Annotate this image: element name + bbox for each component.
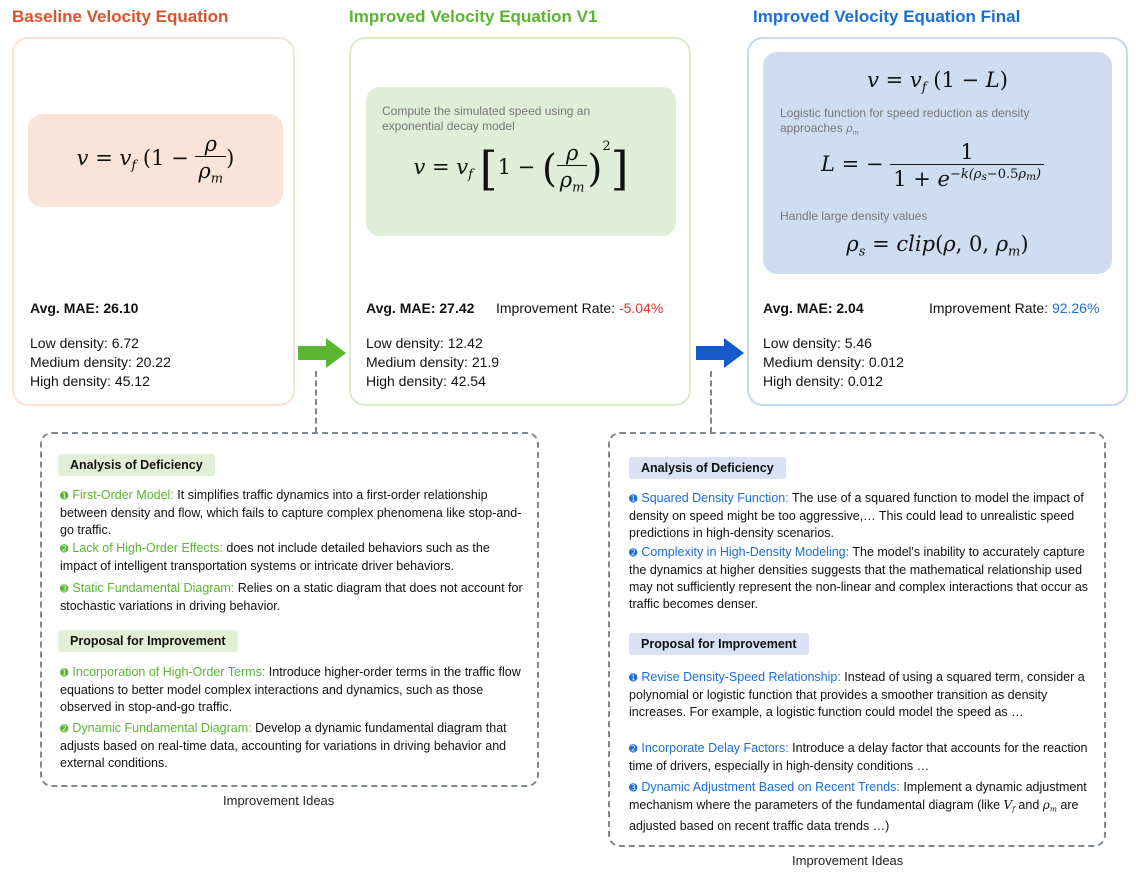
final-caption-logistic: Logistic function for speed reduction as… — [780, 106, 1030, 137]
baseline-densities: Low density: 6.72 Medium density: 20.22 … — [30, 334, 171, 391]
final-title: Improved Velocity Equation Final — [753, 7, 1021, 26]
left-ideas-caption: Improvement Ideas — [223, 793, 335, 808]
final-densities: Low density: 5.46 Medium density: 0.012 … — [763, 334, 904, 391]
final-card: v = vf (1 − L) Logistic function for spe… — [747, 37, 1128, 406]
v1-medium-density: Medium density: 21.9 — [366, 354, 500, 370]
right-proposal-tag: Proposal for Improvement — [629, 633, 809, 655]
final-equation-box: v = vf (1 − L) Logistic function for spe… — [763, 52, 1112, 274]
left-analysis-tag: Analysis of Deficiency — [58, 454, 215, 476]
v1-equation-box: Compute the simulated speed using an exp… — [366, 87, 676, 236]
final-mae: Avg. MAE: 2.04 — [763, 300, 864, 316]
blue-arrow-icon — [696, 338, 744, 368]
v1-rate-value: -5.04% — [618, 300, 664, 316]
final-low-density: Low density: 5.46 — [763, 335, 872, 351]
v1-rate-label: Improvement Rate: — [496, 300, 619, 316]
final-rate-label: Improvement Rate: — [929, 300, 1052, 316]
final-clip-equation: ρs = clip(ρ, 0, ρm) — [846, 232, 1029, 260]
baseline-title: Baseline Velocity Equation — [12, 7, 229, 26]
v1-mae: Avg. MAE: 27.42 — [366, 300, 475, 316]
final-rate-value: 92.26% — [1051, 300, 1100, 316]
baseline-high-density: High density: 45.12 — [30, 373, 150, 389]
final-caption-clip: Handle large density values — [780, 209, 928, 223]
right-connector — [710, 371, 712, 433]
baseline-mae: Avg. MAE: 26.10 — [30, 300, 139, 316]
right-ideas-caption: Improvement Ideas — [792, 853, 904, 868]
v1-card: Compute the simulated speed using an exp… — [349, 37, 691, 406]
v1-densities: Low density: 12.42 Medium density: 21.9 … — [366, 334, 499, 391]
left-proposal-tag: Proposal for Improvement — [58, 630, 238, 652]
baseline-medium-density: Medium density: 20.22 — [30, 354, 171, 370]
v1-title: Improved Velocity Equation V1 — [349, 7, 598, 26]
final-high-density: High density: 0.012 — [763, 373, 883, 389]
v1-caption: Compute the simulated speed using an exp… — [382, 104, 591, 133]
v1-improvement-rate: Improvement Rate: -5.04% — [496, 300, 663, 316]
final-medium-density: Medium density: 0.012 — [763, 354, 904, 370]
green-arrow-icon — [298, 338, 346, 368]
final-improvement-rate: Improvement Rate: 92.26% — [929, 300, 1099, 316]
right-analysis-tag: Analysis of Deficiency — [629, 457, 786, 479]
baseline-low-density: Low density: 6.72 — [30, 335, 139, 351]
left-connector — [315, 371, 317, 433]
v1-high-density: High density: 42.54 — [366, 373, 486, 389]
final-main-equation: v = vf (1 − L) — [867, 68, 1008, 96]
v1-low-density: Low density: 12.42 — [366, 335, 483, 351]
